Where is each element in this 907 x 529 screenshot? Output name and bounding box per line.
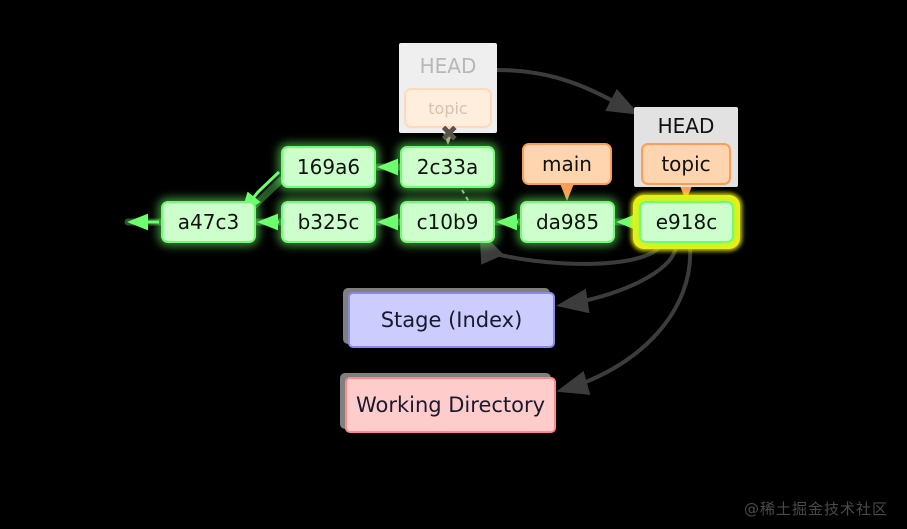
- commit-node-2c33a[interactable]: 2c33a: [400, 146, 495, 188]
- commit-node-da985[interactable]: da985: [520, 201, 615, 243]
- commit-node-c10b9[interactable]: c10b9: [400, 201, 495, 243]
- stage-index-box[interactable]: Stage (Index): [348, 292, 555, 348]
- edge-head-move: [496, 68, 640, 115]
- commit-node-169a6[interactable]: 169a6: [281, 146, 376, 188]
- head-label-new: HEAD: [657, 114, 715, 138]
- ref-topic[interactable]: topic: [641, 143, 731, 185]
- edge-e918c-stage: [556, 246, 678, 314]
- ref-topic-old: topic: [404, 88, 492, 128]
- head-label-old: HEAD: [419, 54, 477, 78]
- ref-removed-x-icon: ✖: [440, 122, 459, 147]
- ref-main[interactable]: main: [522, 143, 612, 185]
- commit-node-b325c[interactable]: b325c: [281, 201, 376, 243]
- commit-node-a47c3[interactable]: a47c3: [161, 201, 256, 243]
- watermark: @稀土掘金技术社区: [744, 500, 889, 518]
- commit-node-e918c[interactable]: e918c: [639, 201, 734, 243]
- working-directory-box[interactable]: Working Directory: [345, 377, 556, 433]
- edge-e918c-workdir: [556, 246, 693, 395]
